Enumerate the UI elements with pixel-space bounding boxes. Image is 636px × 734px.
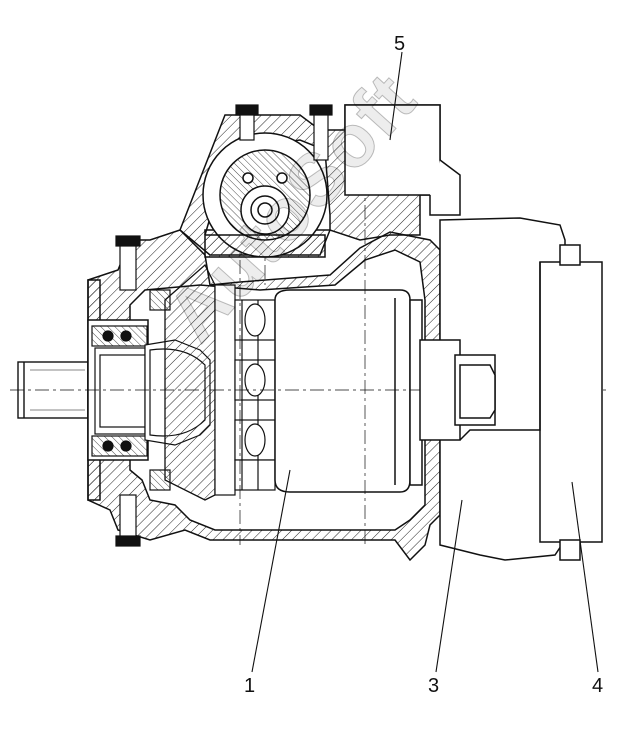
rear-cover [419,217,566,561]
control-housing [179,104,461,258]
callout-3: 3 [428,675,440,697]
cylinder-block [274,289,423,493]
callout-5: 5 [394,33,406,55]
callout-4: 4 [592,675,604,697]
leader-lines [251,51,599,673]
callout-1: 1 [244,675,256,697]
top-bolts [235,104,333,161]
rear-unit [459,244,603,561]
